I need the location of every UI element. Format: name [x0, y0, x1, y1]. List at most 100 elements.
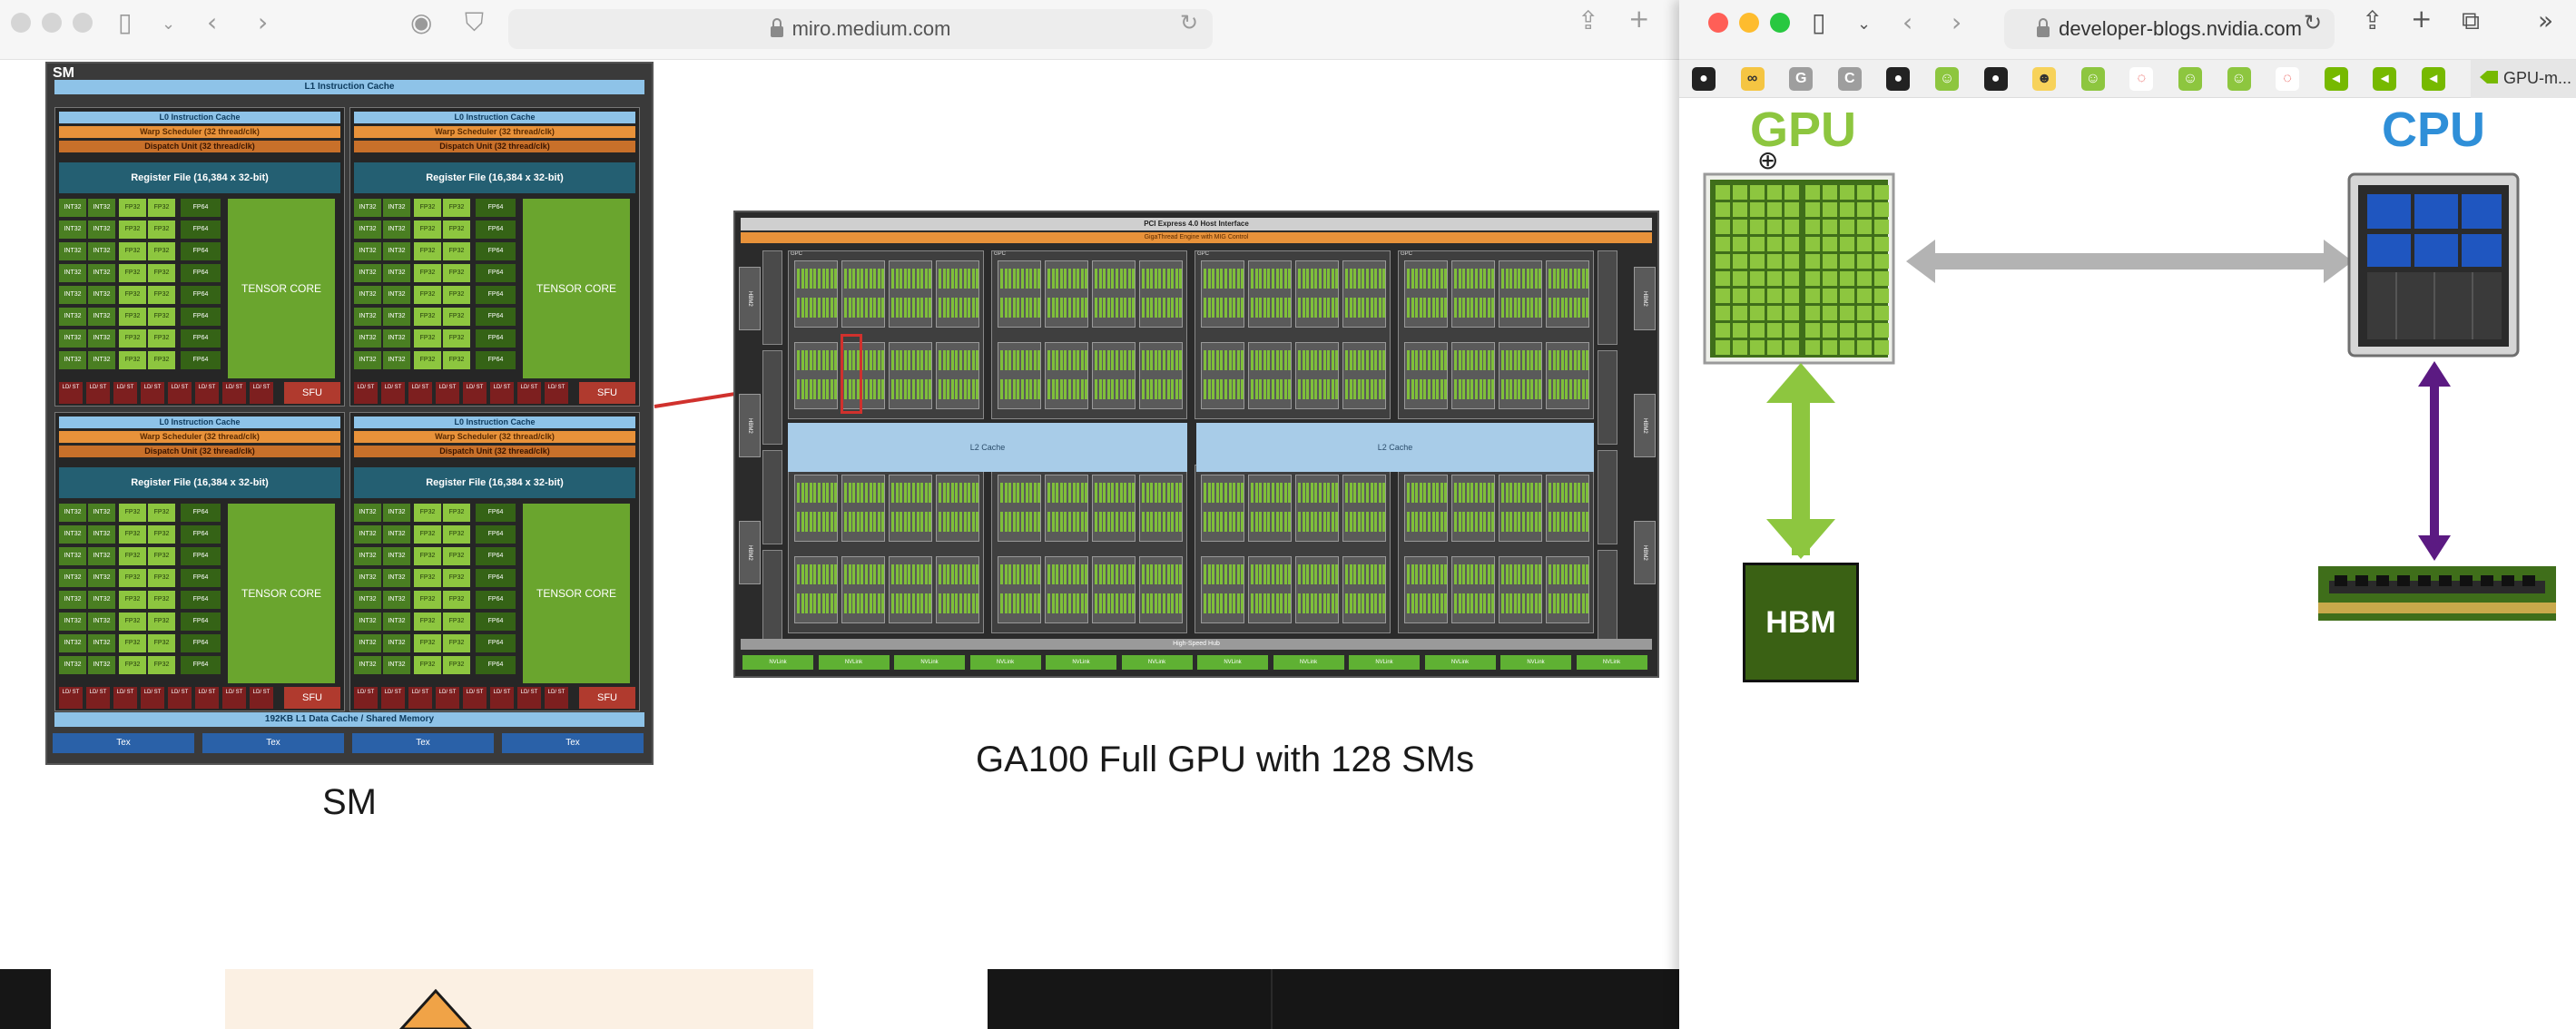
bookmark-icon[interactable]: ☺ [2227, 67, 2251, 91]
tpc [1248, 556, 1292, 623]
fp32-unit: FP32 [148, 308, 175, 326]
tab-gpu-memory[interactable]: GPU-m... [2471, 60, 2576, 98]
int32-unit: INT32 [88, 264, 115, 282]
int32-unit: INT32 [59, 656, 86, 674]
fp32-unit: FP32 [414, 351, 441, 369]
minimize-window-button[interactable] [42, 13, 62, 33]
chevron-down-icon[interactable]: ⌄ [1857, 15, 1872, 34]
refresh-circle-icon[interactable]: ◌ [2276, 67, 2300, 91]
bookmark-icon[interactable]: ☺ [1935, 67, 1959, 91]
int32-unit: INT32 [383, 525, 410, 544]
ld-st-unit: LD/ ST [141, 382, 164, 404]
tensor-core: TENSOR CORE [523, 504, 630, 683]
close-window-button[interactable] [11, 13, 31, 33]
reload-icon[interactable]: ↻ [2304, 10, 2323, 35]
forward-arrow-icon[interactable]: › [1952, 7, 1962, 37]
chevron-down-icon[interactable]: ⌄ [162, 15, 176, 34]
share-icon[interactable]: ⇪ [2362, 5, 2384, 35]
fp32-unit: FP32 [414, 656, 441, 674]
zoom-window-button[interactable] [73, 13, 93, 33]
sm-highlight-box [841, 334, 862, 414]
address-bar[interactable]: developer-blogs.nvidia.com [2004, 9, 2335, 49]
sidebar-toggle-icon[interactable]: ▯ [1812, 7, 1826, 37]
github-icon[interactable]: ● [1886, 67, 1911, 91]
int32-unit: INT32 [383, 199, 410, 217]
new-tab-icon[interactable]: + [2411, 4, 2433, 34]
hbm2-stack: HBM2 [1634, 521, 1656, 584]
tensor-core: TENSOR CORE [523, 199, 630, 378]
reload-icon[interactable]: ↻ [1180, 10, 1199, 35]
github-icon[interactable]: ● [1983, 67, 2008, 91]
l1-instruction-cache: L1 Instruction Cache [54, 80, 644, 94]
fp32-unit: FP32 [414, 199, 441, 217]
gpc-label: GPC [994, 251, 1007, 257]
back-arrow-icon[interactable]: ‹ [207, 7, 218, 37]
ld-st-unit: LD/ ST [545, 382, 568, 404]
fp32-unit: FP32 [148, 569, 175, 587]
fp32-unit: FP32 [119, 220, 146, 239]
zoom-window-button[interactable] [1770, 13, 1790, 33]
fp64-unit: FP64 [181, 591, 221, 609]
hbm2-stack: HBM2 [739, 521, 761, 584]
fp32-unit: FP32 [119, 634, 146, 652]
nvidia-logo-icon[interactable]: ◂ [2422, 67, 2445, 91]
minimize-window-button[interactable] [1739, 13, 1759, 33]
tab-overview-icon[interactable]: ⧉ [2462, 5, 2480, 35]
privacy-report-icon[interactable]: ◉ [410, 7, 433, 37]
zoom-cursor-icon: ⊕ [1757, 145, 1779, 175]
tpc [1499, 260, 1542, 328]
bookmark-icon[interactable]: ☺ [2080, 67, 2105, 91]
tpc [841, 475, 885, 542]
c-icon[interactable]: C [1837, 67, 1862, 91]
nvlink-port: NVLink [894, 655, 965, 670]
fp32-unit: FP32 [148, 351, 175, 369]
ld-st-unit: LD/ ST [113, 382, 137, 404]
fp64-unit: FP64 [476, 199, 516, 217]
sidebar-toggle-icon[interactable]: ▯ [118, 7, 133, 37]
fp32-unit: FP32 [443, 329, 470, 348]
link-icon[interactable]: ∞ [1740, 67, 1765, 91]
back-arrow-icon[interactable]: ‹ [1903, 7, 1913, 37]
tpc [1092, 475, 1136, 542]
shield-icon[interactable]: ⛉ [465, 7, 485, 37]
int32-unit: INT32 [354, 264, 381, 282]
fp64-unit: FP64 [476, 612, 516, 631]
new-tab-icon[interactable]: + [1628, 4, 1650, 34]
address-bar[interactable]: miro.medium.com [508, 9, 1213, 49]
browser-window-left: ▯ ⌄ ‹ › ◉ ⛉ miro.medium.com ↻ ⇪ + SM L1 … [0, 4, 1679, 1029]
forward-arrow-icon[interactable]: › [258, 7, 269, 37]
fp32-unit: FP32 [443, 504, 470, 522]
fp64-unit: FP64 [476, 351, 516, 369]
more-chevron-icon[interactable]: » [2538, 5, 2554, 35]
tpc [1139, 342, 1183, 409]
hugging-face-icon[interactable]: ☻ [2032, 67, 2057, 91]
cpu-dram-arrow [2418, 361, 2451, 561]
gpu-hbm-arrow [1766, 363, 1835, 559]
tpc [1201, 260, 1244, 328]
gpc: GPC [991, 465, 1187, 633]
fp32-unit: FP32 [148, 612, 175, 631]
fp32-unit: FP32 [443, 656, 470, 674]
refresh-circle-icon[interactable]: ◌ [2129, 67, 2154, 91]
fp64-unit: FP64 [181, 351, 221, 369]
fp32-unit: FP32 [119, 286, 146, 304]
int32-unit: INT32 [88, 504, 115, 522]
github-icon[interactable]: ● [1692, 67, 1716, 91]
fp64-unit: FP64 [476, 264, 516, 282]
nvidia-logo-icon[interactable]: ◂ [2324, 67, 2348, 91]
tpc [1201, 475, 1244, 542]
tpc [1139, 556, 1183, 623]
int32-unit: INT32 [354, 569, 381, 587]
close-window-button[interactable] [1708, 13, 1728, 33]
share-icon[interactable]: ⇪ [1578, 5, 1599, 35]
int32-unit: INT32 [59, 220, 86, 239]
int32-unit: INT32 [354, 612, 381, 631]
gpc: GPC [788, 250, 984, 419]
nvidia-logo-icon[interactable]: ◂ [2373, 67, 2397, 91]
tpc [1342, 342, 1386, 409]
tpc [1045, 475, 1088, 542]
g-icon[interactable]: G [1789, 67, 1814, 91]
bookmark-icon[interactable]: ☺ [2178, 67, 2202, 91]
